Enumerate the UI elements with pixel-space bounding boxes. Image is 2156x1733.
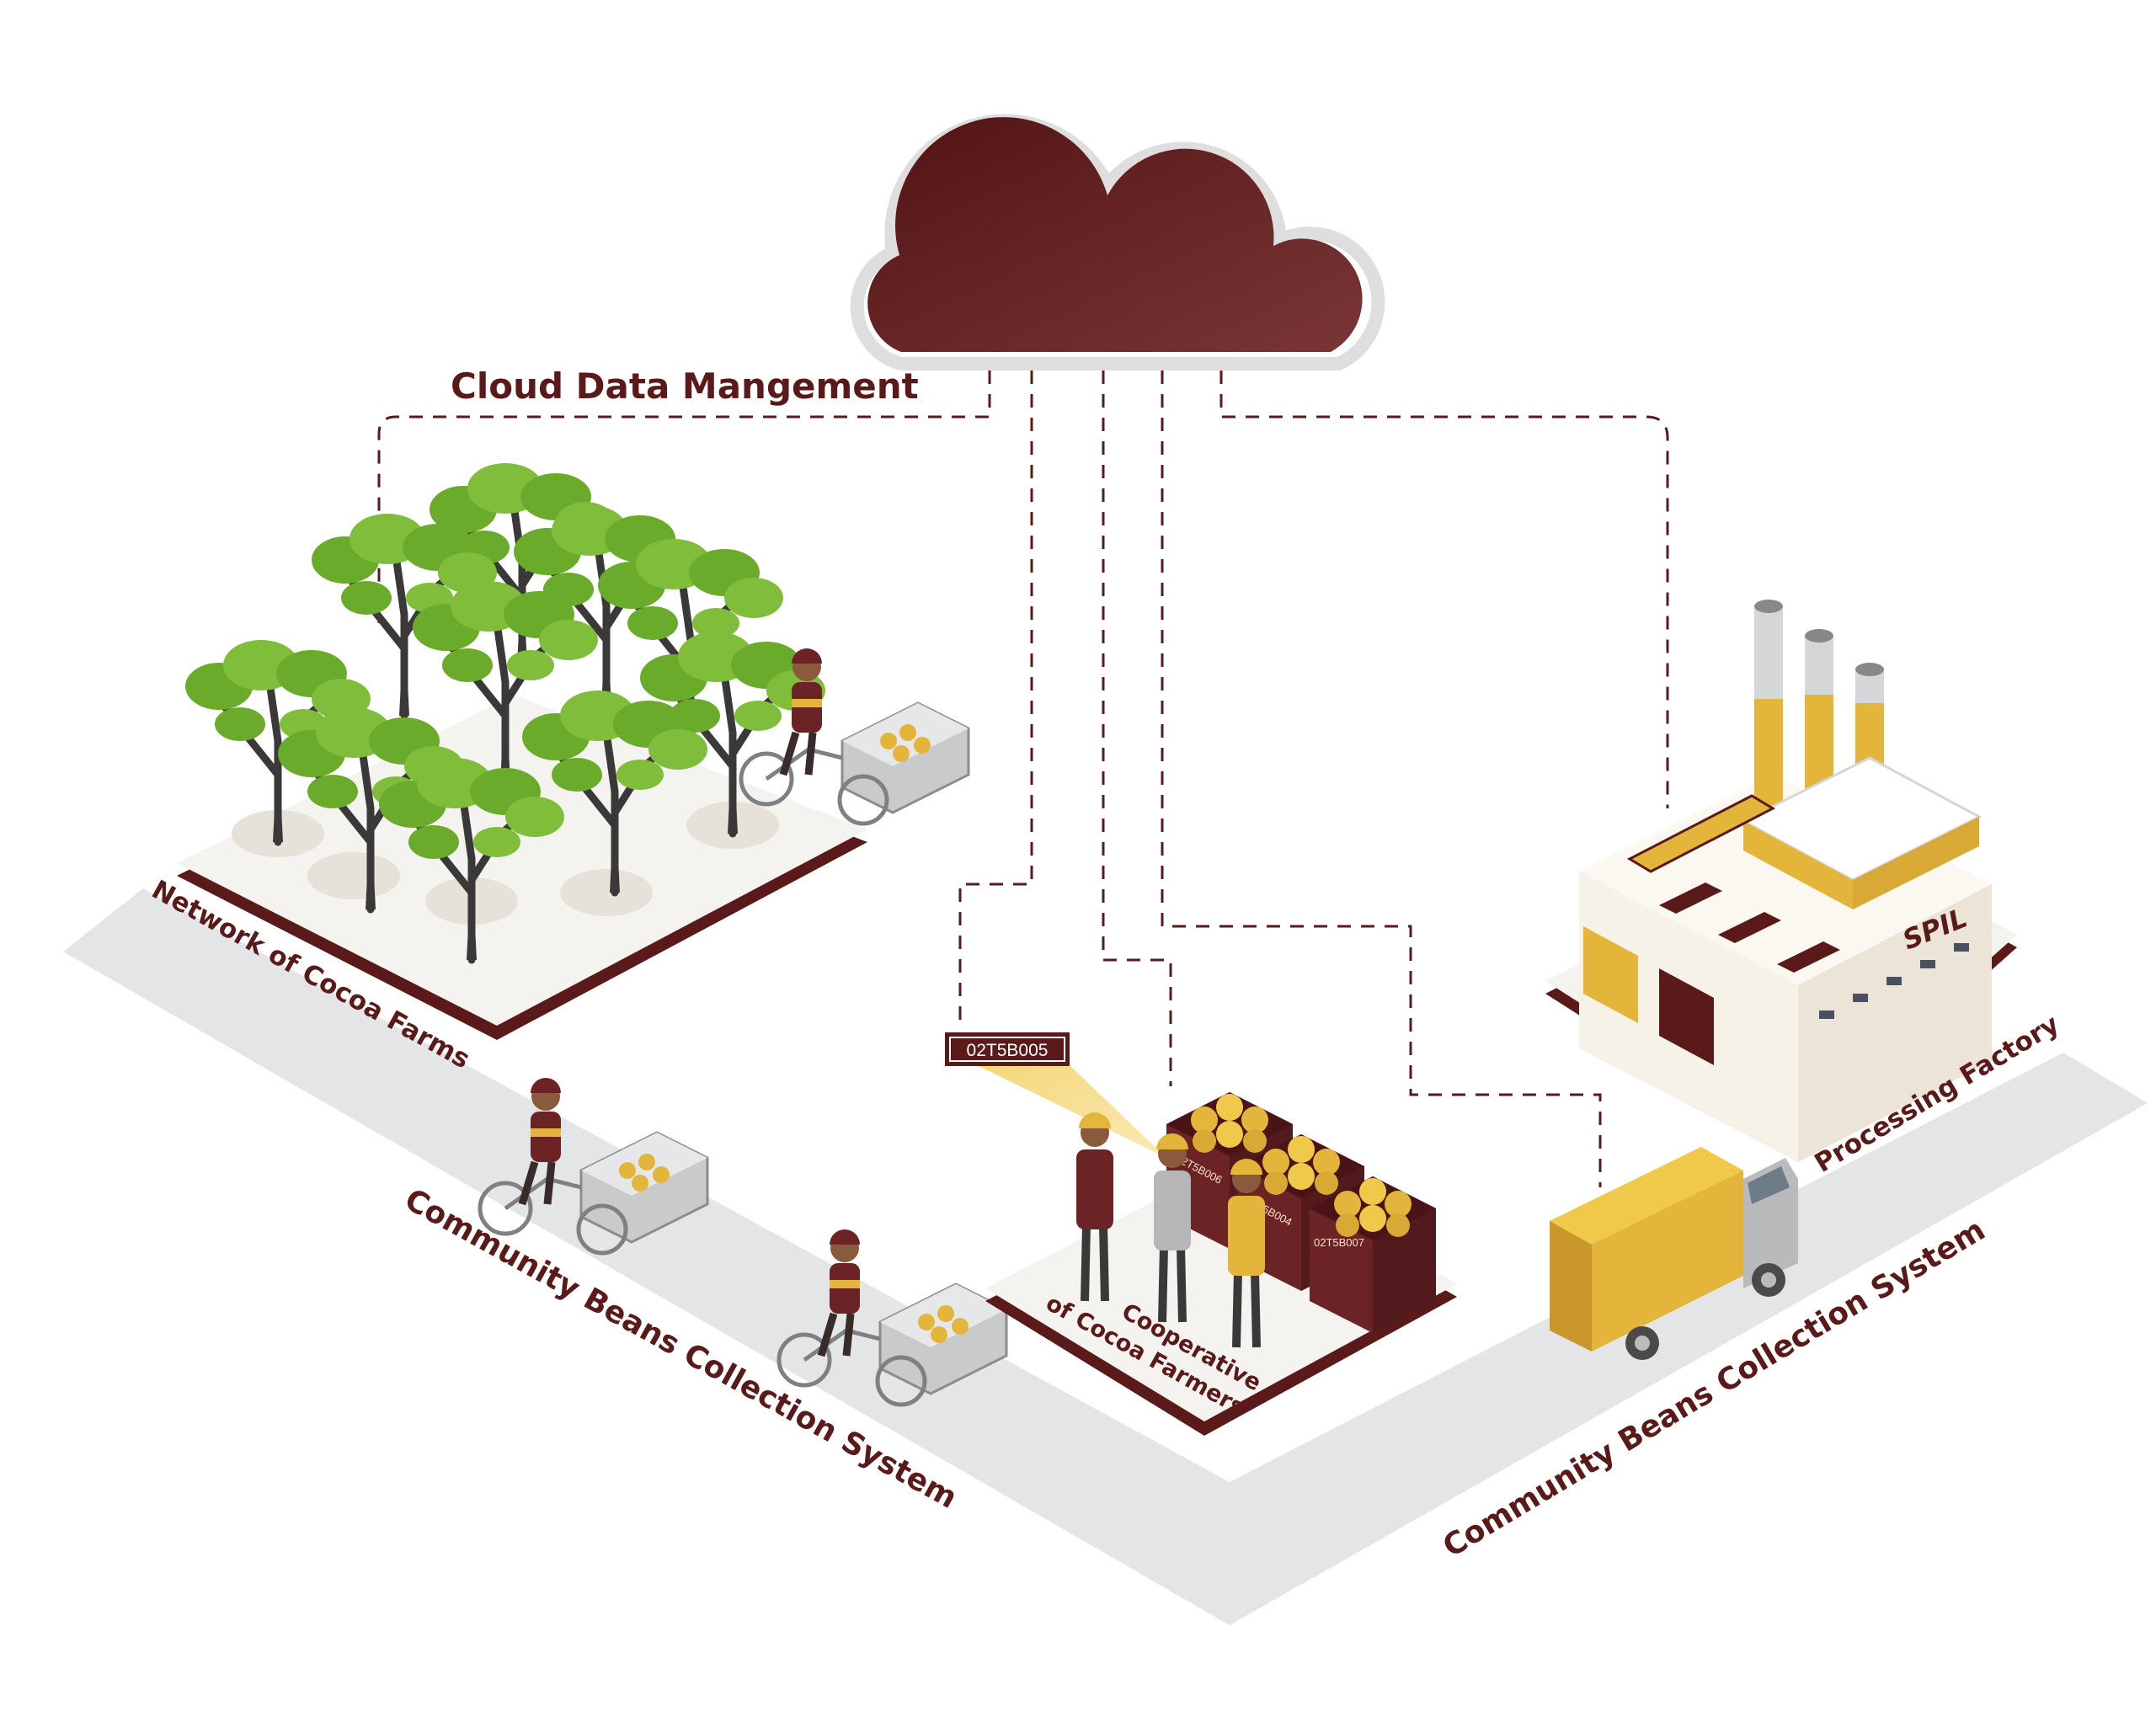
cloud-connectors [377,371,1669,1187]
tag-beam [977,1065,1166,1158]
cloud-icon [850,114,1385,371]
factory-icon [1545,600,2017,1162]
rfid-tag-text: 02T5B005 [967,1041,1049,1060]
truck-icon [1550,1147,1798,1360]
crate-tag: 02T5B007 [1314,1236,1364,1249]
rfid-tag: 02T5B005 [945,1032,1070,1066]
diagram-title: Cloud Data Mangement [451,365,919,407]
cooperative-workers [1076,1112,1265,1347]
